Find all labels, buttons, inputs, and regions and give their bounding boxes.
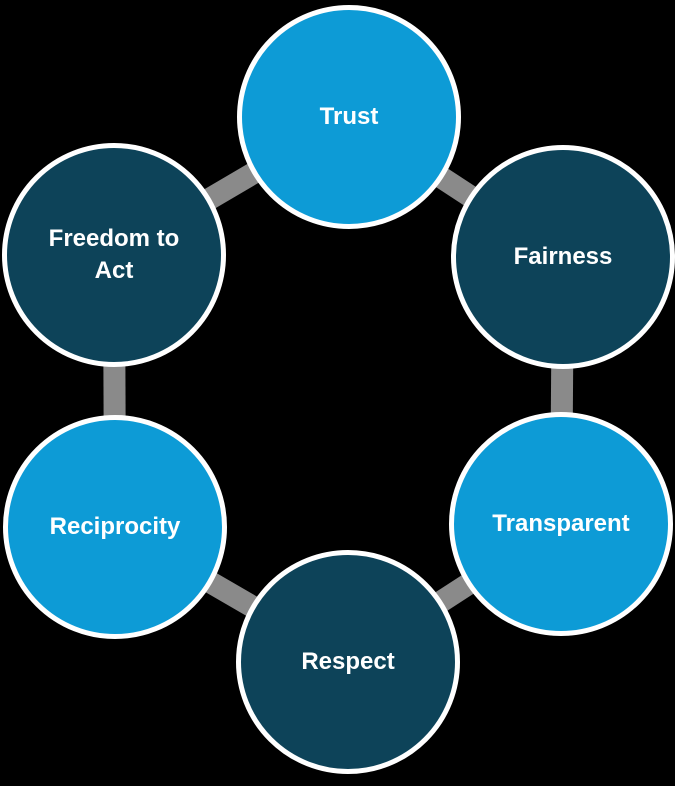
node-transparent-label: Transparent: [492, 509, 630, 537]
node-trust-label: Trust: [319, 102, 379, 130]
node-freedom-to-act-label: Freedom to Act: [48, 224, 180, 284]
node-reciprocity-label: Reciprocity: [49, 512, 181, 540]
node-reciprocity: Reciprocity: [3, 415, 227, 639]
node-respect-label: Respect: [301, 647, 395, 675]
node-trust: Trust: [237, 5, 461, 229]
node-fairness: Fairness: [451, 145, 675, 369]
node-transparent: Transparent: [449, 412, 673, 636]
node-respect: Respect: [236, 550, 460, 774]
node-fairness-label: Fairness: [513, 242, 613, 270]
node-freedom-to-act: Freedom to Act: [2, 143, 226, 367]
